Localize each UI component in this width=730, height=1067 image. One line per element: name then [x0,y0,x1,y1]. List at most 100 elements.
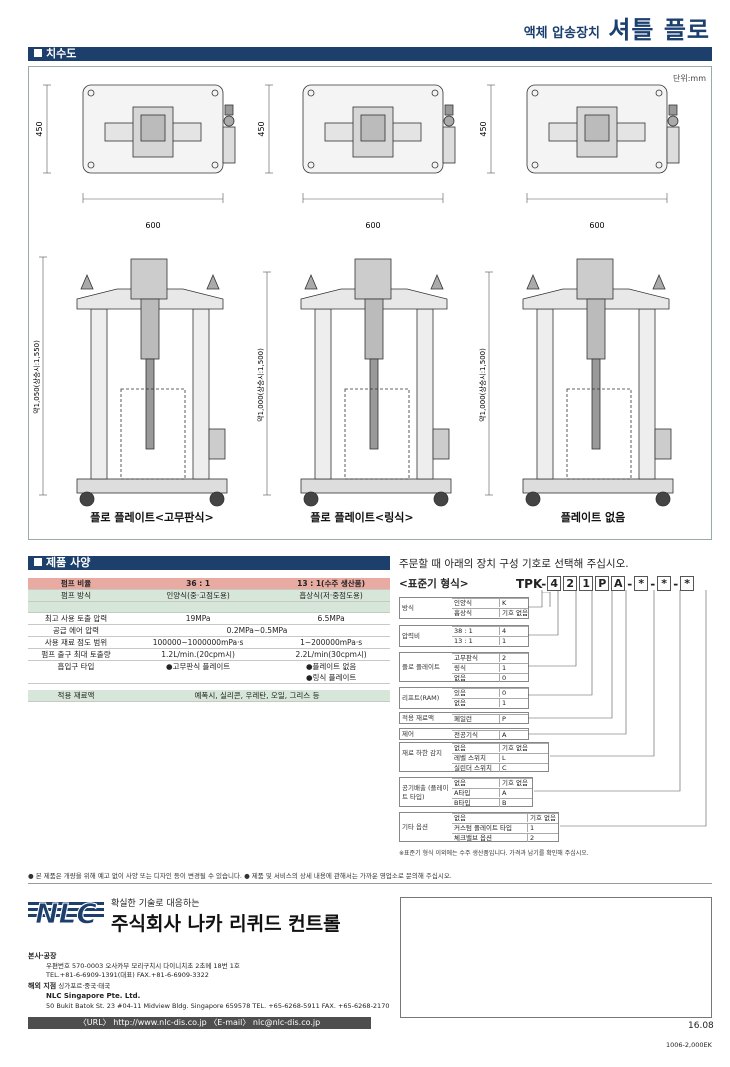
caption-rubber-plate: 플로 플레이트<고무판식> [90,511,214,524]
dimensions-section-bar: 치수도 [28,47,712,61]
option-code: 1 [502,699,507,707]
order-connector-lines [542,592,551,607]
table-row: 최고 사용 토출 압력 19MPa 6.5MPa [28,612,390,625]
spec-label: 흡입구 타입 [57,662,95,671]
option-code: L [502,754,506,762]
side-view-1 [76,258,228,507]
spec-header-13: 13 : 1(수주 생산품) [272,578,390,590]
code-box: P [595,576,610,591]
option-code: 0 [502,689,507,697]
table-row: 펌프 출구 최대 토출량 1.2L/min.(20cpm시) 2.2L/min(… [28,648,390,661]
option-name: 실린더 스위치 [452,764,500,772]
spec-header-row: 펌프 비율 36 : 1 13 : 1(수주 생산품) [28,578,390,590]
option-code: 4 [502,627,507,635]
square-icon [34,558,42,566]
hq-tel: TEL.+81-6-6909-1391(대표) FAX.+81-6-6909-3… [46,971,209,979]
table-row: 공급 에어 압력 0.2MPa~0.5MPa [28,624,390,637]
option-name: A타입 [452,789,500,797]
disclaimer: ● 본 제품은 개량을 위해 예고 없이 사양 또는 디자인 등이 변경될 수 … [28,872,452,880]
sg-address: 50 Bukit Batok St. 23 #04-11 Midview Bld… [46,1002,390,1010]
table-row: ●링식 플레이트 [28,672,390,684]
option-name: 고무판식 [452,654,500,662]
option-code: B [502,799,507,807]
spec-label: 펌프 방식 [28,589,124,602]
spec-value: 흡상식(저·중점도용) [272,589,390,602]
dealer-stamp-box [400,897,712,1018]
group-label: 공기배출 (플레이트 타입) [402,784,449,801]
top-view-2 [302,84,456,174]
top-height-1: 450 [35,121,44,136]
table-row: 사용 재료 점도 범위 100000~1000000mPa·s 1~200000… [28,636,390,649]
dimension-drawing-panel: 600 600 600 450 450 450 약1,050(상승시:1,550… [28,66,712,540]
spec-value: 1~200000mPa·s [272,636,390,649]
specs-title: 제품 사양 [46,556,91,569]
spec-header-label: 펌프 비율 [28,578,124,590]
option-name: 커스텀 플레이트 타입 [452,824,528,832]
spec-value: 100000~1000000mPa·s [124,636,273,649]
code-box: * [634,576,649,591]
option-name: 있음 [452,689,500,697]
side-view-3 [522,258,674,507]
spec-value: 0.2MPa~0.5MPa [124,624,390,637]
dimensions-title: 치수도 [46,47,77,60]
spec-value: ●링식 플레이트 [272,672,390,684]
divider [28,883,712,884]
top-height-3: 450 [479,121,488,136]
option-code: K [502,599,507,607]
top-width-3: 600 [589,221,604,230]
material-label: 적용 재료액 [28,689,124,702]
group-label: 플로 플레이트 [402,663,440,671]
table-row: 흡입구 타입 ●고무판식 플레이트 ●플레이트 없음 [28,661,390,673]
option-name: 링식 [452,664,500,672]
spec-value: 1.2L/min.(20cpm시) [124,648,273,661]
spec-table: 펌프 비율 36 : 1 13 : 1(수주 생산품) 펌프 방식 인양식(중·… [28,578,390,702]
top-height-2: 450 [257,121,266,136]
spec-value: 2.2L/min(30cpm시) [272,648,390,661]
spec-label: 펌프 출구 최대 토출량 [28,648,124,661]
option-code: 기호 없음 [530,814,556,822]
code-connectors [528,590,707,827]
spec-label: 공급 에어 압력 [28,624,124,637]
option-code: 0 [502,674,507,682]
spec-header-36: 36 : 1 [124,578,273,590]
caption-no-plate: 플레이트 없음 [560,511,626,524]
group-label: 적용 재료액 [402,714,434,722]
model-prefix: TPK- [516,576,547,591]
model-code: TPK- 4 2 1 P A - * - * - * [516,576,695,591]
code-box: * [657,576,672,591]
header-subtitle: 액체 압송장치 [523,26,600,41]
option-name: 레벨 스위치 [452,754,500,762]
table-row: 적용 재료액 예폭시, 실리콘, 우레탄, 오일, 그리스 등 [28,689,390,702]
option-name: B타입 [452,799,500,807]
side-height-1: 약1,050(상승시:1,550) [32,340,41,414]
code-box: 1 [579,576,594,591]
issue-date: 16.08 [688,1021,714,1031]
option-name: 없음 [452,814,528,822]
top-width-2: 600 [365,221,380,230]
spec-value: ●플레이트 없음 [305,662,357,671]
square-icon [34,49,42,57]
overseas-regions: 싱가포르·중국·태국 [58,982,111,990]
header-title: 셔틀 플로 [608,16,710,44]
group-label: 제어 [402,730,414,738]
option-name: 전공기식 [452,731,500,739]
option-code: P [502,715,506,723]
option-name: 없음 [452,744,500,752]
side-view-2 [300,258,452,507]
group-label: 압력비 [402,632,420,640]
standard-model-title: <표준기 형식> [399,578,469,590]
code-box: 4 [547,576,562,591]
option-name: 페일런 [452,715,500,723]
overseas-label: 해외 지점 [28,982,57,990]
code-box: A [611,576,626,591]
option-name: 없음 [452,674,500,682]
caption-ring-plate: 플로 플레이트<링식> [310,511,414,524]
option-name: 없음 [452,779,500,787]
option-code: 1 [530,824,535,832]
